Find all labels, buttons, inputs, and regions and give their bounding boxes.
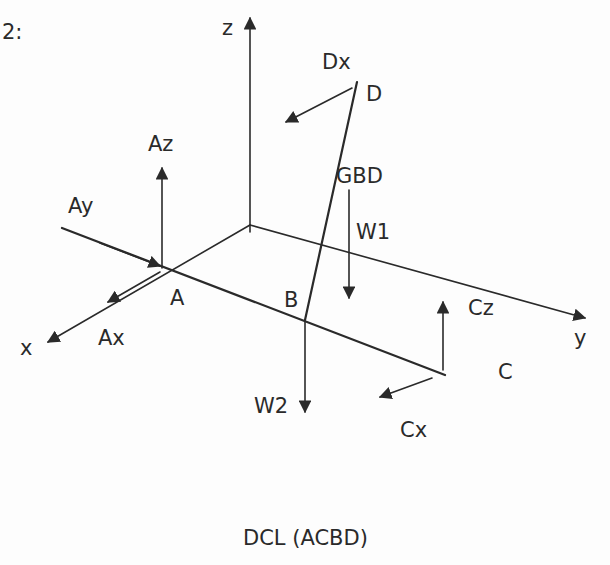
force-label: Ay bbox=[68, 196, 93, 217]
rod-ac bbox=[62, 228, 445, 375]
point-label: B bbox=[284, 290, 298, 311]
point-label: A bbox=[170, 288, 184, 309]
point-label: C bbox=[498, 362, 513, 383]
force-ay bbox=[100, 243, 160, 266]
force-label: Az bbox=[148, 134, 173, 155]
point-label: GBD bbox=[336, 166, 383, 187]
force-w2 bbox=[304, 322, 306, 412]
force-label: Cz bbox=[468, 298, 494, 319]
problem-number: 2: bbox=[2, 22, 22, 43]
axis-label: x bbox=[20, 338, 32, 359]
force-label: Cx bbox=[400, 420, 427, 441]
force-label: Ax bbox=[98, 328, 125, 349]
caption-text: DCL (ACBD) bbox=[243, 528, 368, 549]
z-axis bbox=[249, 18, 251, 232]
force-dx bbox=[286, 88, 352, 122]
force-label: W2 bbox=[254, 396, 288, 417]
force-ax bbox=[108, 272, 160, 302]
force-w1 bbox=[348, 190, 350, 298]
y-axis bbox=[250, 225, 585, 318]
axis-label: z bbox=[222, 18, 233, 39]
force-label: Dx bbox=[322, 52, 351, 73]
force-az bbox=[161, 168, 163, 268]
x-axis bbox=[48, 225, 250, 342]
force-cz bbox=[442, 302, 444, 370]
rod-bd bbox=[305, 82, 357, 320]
axis-label: y bbox=[574, 328, 586, 349]
force-label: W1 bbox=[356, 222, 390, 243]
force-cx bbox=[380, 378, 432, 397]
point-label: D bbox=[366, 84, 382, 105]
